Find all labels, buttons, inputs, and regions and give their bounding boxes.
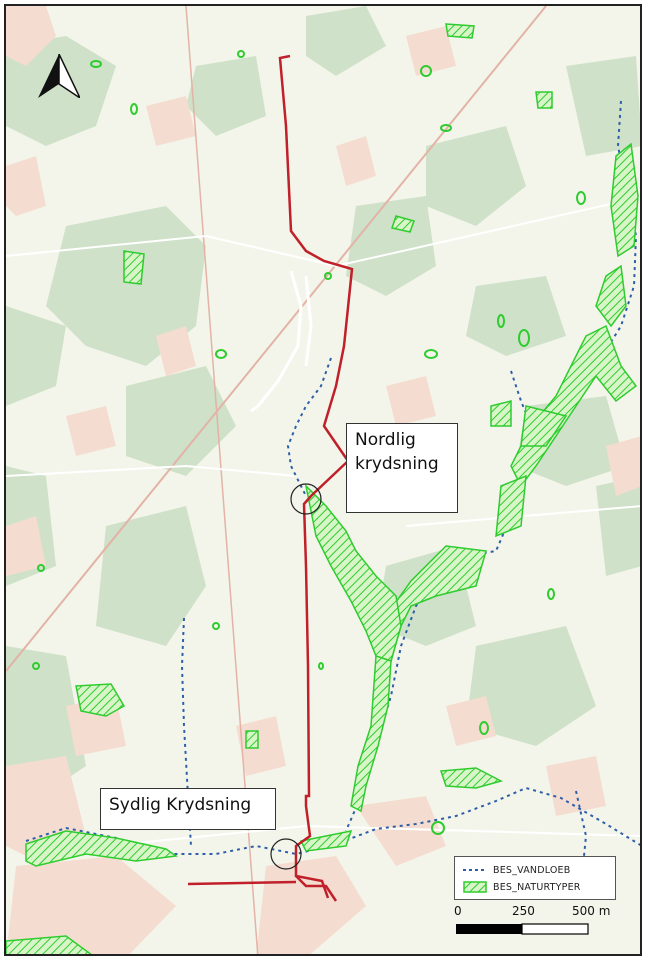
hatched-area-icon: [463, 881, 487, 893]
interchange: [250, 270, 313, 413]
small-nature-spots: [32, 50, 586, 835]
roads: [6, 196, 640, 847]
nature-areas: [6, 23, 639, 954]
south-crossing-label: Sydlig Krydsning: [100, 788, 276, 830]
north-crossing-label-line2: krydsning: [355, 454, 439, 474]
north-arrow-icon: [38, 54, 80, 98]
north-crossing-label-line1: Nordlig: [355, 430, 416, 450]
route: [187, 54, 354, 902]
legend-item-nature: BES_NATURTYPER: [463, 879, 581, 895]
map-legend: BES_VANDLOEB BES_NATURTYPER: [454, 856, 616, 900]
scale-bar-graphic: [456, 923, 589, 935]
north-crossing-marker: [290, 483, 322, 515]
legend-label-water: BES_VANDLOEB: [493, 864, 571, 876]
scale-label-250: 250: [512, 904, 535, 918]
water-line-icon: [463, 869, 487, 871]
north-crossing-label: Nordlig krydsning: [346, 423, 458, 513]
scale-label-500: 500 m: [572, 904, 611, 918]
south-crossing-marker: [270, 838, 302, 870]
scale-bar: 0 250 500 m: [454, 904, 624, 952]
map-frame: Nordlig krydsning Sydlig Krydsning BES_V…: [4, 4, 642, 956]
legend-item-water: BES_VANDLOEB: [463, 862, 570, 878]
map-canvas[interactable]: [6, 6, 642, 956]
legend-label-nature: BES_NATURTYPER: [493, 881, 581, 893]
scale-label-0: 0: [454, 904, 462, 918]
